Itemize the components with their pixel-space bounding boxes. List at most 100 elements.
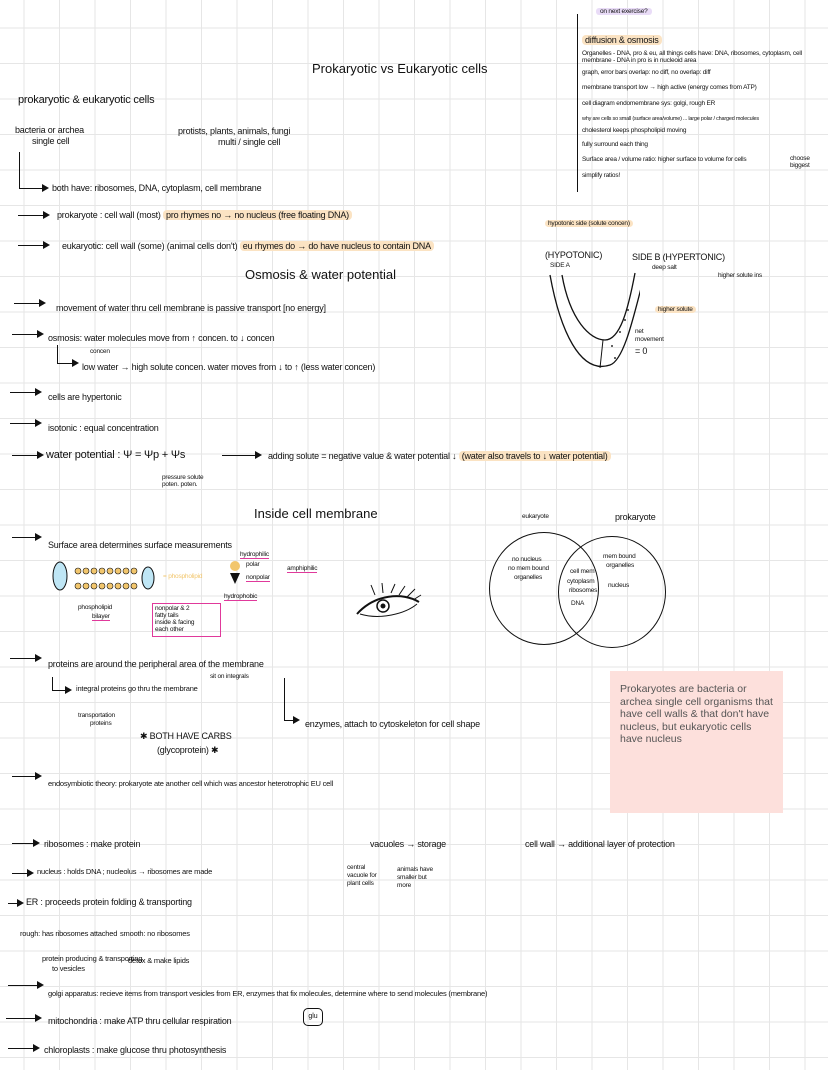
prokaryote-desc: single cell — [32, 136, 70, 146]
tail-label: nonpolar — [246, 574, 270, 583]
u-tube-label: deep salt — [652, 264, 677, 271]
venn-item: mem bound — [603, 553, 636, 560]
sticky-note: Prokaryotes are bacteria or archea singl… — [610, 671, 783, 813]
organelle-note: mitochondria : make ATP thru cellular re… — [48, 1016, 232, 1026]
checklist-item: diffusion & osmosis — [582, 35, 662, 46]
tail-label: hydrophobic — [224, 593, 258, 602]
venn-item: organelles — [606, 562, 634, 569]
vacuole-note: plant cells — [347, 880, 374, 887]
arrow-icon — [12, 533, 42, 541]
arrow-icon — [57, 359, 79, 367]
note-line: adding solute = negative value & water p… — [268, 451, 611, 461]
head-label: hydrophilic — [240, 551, 269, 560]
equation-subscript: pressure solute — [162, 474, 204, 481]
arrow-icon — [12, 330, 44, 338]
note-line: proteins — [90, 720, 112, 727]
eukaryote-desc: protists, plants, animals, fungi — [178, 126, 291, 136]
checklist-side-note: choose biggest — [790, 155, 810, 170]
arrow-icon — [10, 654, 42, 662]
section-title: Inside cell membrane — [254, 506, 378, 521]
vacuole-note: smaller but — [397, 874, 427, 881]
highlight: eu rhymes do → do have nucleus to contai… — [239, 241, 434, 251]
note-line: integral proteins go thru the membrane — [76, 684, 198, 693]
note-line: proteins are around the peripheral area … — [48, 659, 264, 669]
organelle-note: to vesicles — [52, 964, 85, 973]
arrow-icon — [222, 451, 262, 459]
glucose-hexagon-icon: glu — [303, 1008, 323, 1026]
page-title: Prokaryotic vs Eukaryotic cells — [312, 61, 488, 76]
note-line: transportation — [78, 712, 115, 719]
note-line: prokaryote : cell wall (most) pro rhymes… — [57, 210, 352, 220]
organelle-note: ER : proceeds protein folding & transpor… — [26, 897, 192, 907]
organelle-note: smooth: no ribosomes — [120, 929, 190, 938]
note-line: both have: ribosomes, DNA, cytoplasm, ce… — [52, 183, 262, 193]
organelle-note: vacuoles → storage — [370, 839, 446, 849]
notes-divider — [577, 14, 578, 192]
arrow-icon — [8, 1044, 40, 1052]
note-line: eukaryotic: cell wall (some) (animal cel… — [62, 241, 434, 251]
bilayer-label: bilayer — [92, 613, 110, 622]
vacuole-note: more — [397, 882, 412, 889]
venn-item: DNA — [571, 600, 585, 607]
note-text: eukaryotic: cell wall (some) (animal cel… — [62, 241, 238, 251]
venn-item: cytoplasm — [567, 578, 595, 585]
checklist-item: Surface area / volume ratio: higher surf… — [582, 156, 747, 163]
highlight: (water also travels to ↓ water potential… — [458, 451, 611, 461]
amphiphilic-label: amphiphilic — [287, 565, 318, 574]
note-line: enzymes, attach to cytoskeleton for cell… — [305, 719, 480, 729]
vacuole-note: animals have — [397, 866, 433, 873]
arrow-icon — [284, 716, 300, 724]
water-potential-equation: water potential : Ψ = Ψp + Ψs — [46, 449, 186, 461]
phospholipid-legend: = phospholipid — [163, 573, 203, 580]
note-text: prokaryote : cell wall (most) — [57, 210, 161, 220]
venn-item: nucleus — [608, 582, 630, 589]
u-tube-label: net — [635, 328, 644, 335]
organelle-note: nucleus : holds DNA ; nucleolus → riboso… — [37, 867, 213, 876]
checklist-item: why are cells so small (surface area/vol… — [582, 116, 759, 122]
u-tube-label: hypotonic side (solute concen) — [545, 220, 633, 228]
checklist-item: membrane transport low → high active (en… — [582, 84, 757, 91]
venn-item: ribosomes — [569, 587, 598, 594]
arrow-icon — [18, 211, 50, 219]
prokaryote-desc: bacteria or archea — [15, 125, 84, 135]
organelle-note: cell wall → additional layer of protecti… — [525, 839, 675, 849]
u-tube-label: higher solute — [655, 306, 696, 314]
note-line: endosymbiotic theory: prokaryote ate ano… — [48, 779, 334, 788]
venn-item: no nucleus — [512, 556, 542, 563]
arrow-icon — [19, 184, 49, 192]
connector-line — [284, 678, 285, 720]
u-tube-label: SIDE A — [550, 262, 570, 269]
venn-title-right: prokaryote — [615, 512, 656, 522]
highlight: pro rhymes no → no nucleus (free floatin… — [163, 210, 352, 220]
checklist-item: graph, error bars overlap: no diff, no o… — [582, 69, 711, 76]
arrow-icon — [14, 299, 46, 307]
vacuole-note: central — [347, 864, 366, 871]
section-title: Osmosis & water potential — [245, 267, 397, 282]
head-label: polar — [246, 561, 260, 568]
note-line: movement of water thru cell membrane is … — [56, 303, 326, 313]
arrow-icon — [10, 419, 42, 427]
venn-item: cell mem — [570, 568, 595, 575]
organelle-note: protein producing & transporting — [42, 954, 143, 963]
arrow-icon — [10, 388, 42, 396]
u-tube-label: movement — [635, 336, 664, 343]
note-line: isotonic : equal concentration — [48, 423, 159, 433]
note-line: sit on integrals — [210, 673, 249, 680]
checklist-item: fully surround each thing — [582, 141, 648, 148]
arrow-icon — [8, 981, 44, 989]
arrow-icon — [12, 869, 34, 877]
arrow-icon — [6, 1014, 42, 1022]
checklist-item: cell diagram endomembrane sys: golgi, ro… — [582, 100, 716, 107]
venn-item: organelles — [514, 574, 542, 581]
u-tube-label: SIDE B (HYPERTONIC) — [632, 252, 725, 262]
vacuole-note: vacuole for — [347, 872, 377, 879]
bilayer-label: phospholipid — [78, 604, 113, 611]
organelle-note: rough: has ribosomes attached — [20, 929, 118, 938]
organelle-note: detox & make lipids — [128, 956, 190, 965]
u-tube-label: = 0 — [635, 346, 648, 356]
note-line: concen — [90, 348, 110, 355]
connector-line — [57, 345, 58, 363]
arrow-icon — [18, 241, 50, 249]
note-line: low water → high solute concen. water mo… — [82, 362, 376, 372]
checklist-item: Organelles - DNA, pro & eu, all things c… — [582, 50, 802, 65]
